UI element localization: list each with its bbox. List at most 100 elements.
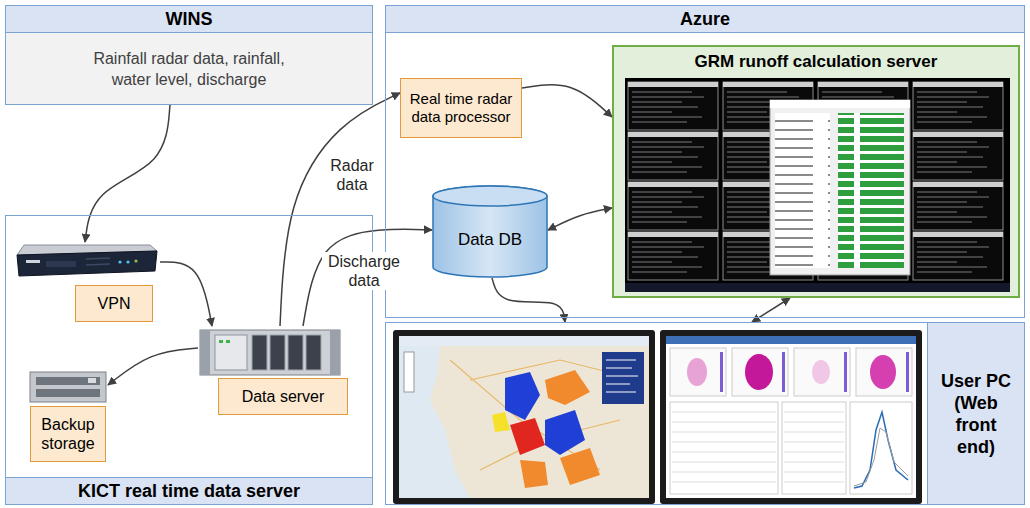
table-rows: [672, 412, 776, 482]
panel-title: WINS: [6, 6, 372, 33]
basin-region: [505, 372, 540, 420]
taskbar: [625, 283, 1010, 292]
vpn-device-vent: [86, 258, 110, 265]
panel-title: GRM runoff calculation server: [614, 47, 1018, 73]
monitor-frame: [393, 330, 655, 504]
color-bar: [782, 352, 785, 392]
server-panel: GRM runoff calculation server: [612, 45, 1020, 298]
console-window: [628, 182, 718, 230]
heatmap-panel: [856, 348, 912, 396]
console-window: [628, 232, 718, 280]
heatmap-blob: [745, 354, 773, 390]
heatmap-panel: [670, 348, 726, 396]
map-land: [430, 346, 649, 498]
edge-label-holder: Discharge data: [322, 252, 406, 290]
map-sea: [399, 346, 649, 498]
console-window: [628, 82, 718, 130]
map-sidebar: [602, 352, 644, 404]
server-led: [226, 340, 230, 343]
basin-region: [492, 412, 510, 432]
device-spacer: [198, 326, 199, 378]
device-node: Backup storage: [28, 370, 108, 462]
process-box: Real time radar data processor: [400, 78, 522, 138]
dialog-progress-ground: [838, 113, 904, 268]
dashboard-header: [666, 336, 916, 344]
server-panel: [215, 335, 247, 370]
box-label: Data server: [218, 378, 348, 415]
console-window: [913, 182, 1003, 230]
cylinder-body: [433, 186, 547, 277]
vpn-device-detail: [46, 261, 76, 267]
dialog-window: [770, 100, 910, 275]
connector-arrow: [108, 348, 198, 385]
hydrograph-line: [854, 412, 908, 488]
screenshot-ground: [625, 78, 1010, 292]
cylinder-top: [433, 186, 547, 206]
basin-region: [520, 460, 548, 488]
color-bar: [844, 352, 847, 392]
server-bay: [270, 335, 285, 370]
monitor-screen: [399, 336, 649, 498]
backup-slot: [36, 389, 100, 397]
hydrograph-chart: [850, 402, 912, 494]
heatmap-blob: [812, 360, 830, 384]
connector-arrow: [548, 208, 612, 230]
connector-arrow: [492, 278, 565, 322]
dialog-list: [775, 113, 830, 268]
panel-title: KICT real time data server: [6, 477, 372, 504]
box-label: Real time radar data processor: [407, 90, 515, 126]
map-sidebar-lines: [606, 360, 638, 392]
backup-device: [30, 372, 106, 402]
console-window: [913, 82, 1003, 130]
server-device: [200, 330, 340, 375]
edge-label: Discharge data: [322, 252, 406, 290]
connector-arrow: [522, 85, 612, 117]
heatmap-panel: [732, 348, 788, 396]
vpn-device-led: [118, 260, 121, 263]
dialog-list-rows: [775, 113, 830, 268]
client-panel: User PC (Web front end): [385, 322, 1025, 505]
connector-arrow: [303, 229, 432, 326]
data-table: [670, 402, 778, 494]
basin-region: [560, 448, 600, 485]
map-roads: [450, 360, 640, 470]
device-spacer: [15, 242, 16, 285]
map-zoom: [404, 352, 414, 392]
box-label: Backup storage: [30, 406, 106, 462]
connector-arrow: [160, 262, 212, 326]
basin-region: [545, 410, 585, 455]
cloud-panel: AzureReal time radar data processorData …: [385, 5, 1025, 318]
table-rows: [784, 412, 844, 482]
vpn-device-front: [17, 251, 157, 276]
box-label: Data DB: [458, 230, 522, 250]
console-window: [913, 132, 1003, 180]
server-room-panel: KICT real time data server VPN Data server…: [5, 215, 373, 505]
dialog-titlebar: [770, 100, 910, 108]
connector-arrow: [85, 105, 170, 242]
server-ear: [200, 330, 210, 375]
monitor-screen: [666, 336, 916, 498]
basin-region: [545, 370, 590, 405]
database-cylinder: Data DB: [432, 185, 548, 278]
edge-label: Radar data: [326, 156, 378, 194]
device-node: Data server: [198, 326, 350, 415]
server-led: [219, 340, 223, 343]
connector-arrow: [280, 93, 400, 326]
heatmap-panel: [794, 348, 850, 396]
color-bar: [906, 352, 909, 392]
panel-ground: [612, 45, 1020, 298]
backup-label: [88, 378, 96, 383]
heatmap-blob: [687, 358, 707, 386]
hydrograph-line: [854, 428, 908, 486]
device-spacer: [28, 370, 29, 406]
vpn-device-detail: [26, 260, 40, 263]
color-bar: [720, 352, 723, 392]
device-node: VPN: [15, 242, 160, 322]
console-window: [628, 132, 718, 180]
connector-arrow: [752, 298, 790, 322]
server-bay: [288, 335, 303, 370]
server-bay: [306, 335, 321, 370]
backup-slot: [36, 377, 100, 385]
heatmap-blob: [870, 355, 896, 389]
